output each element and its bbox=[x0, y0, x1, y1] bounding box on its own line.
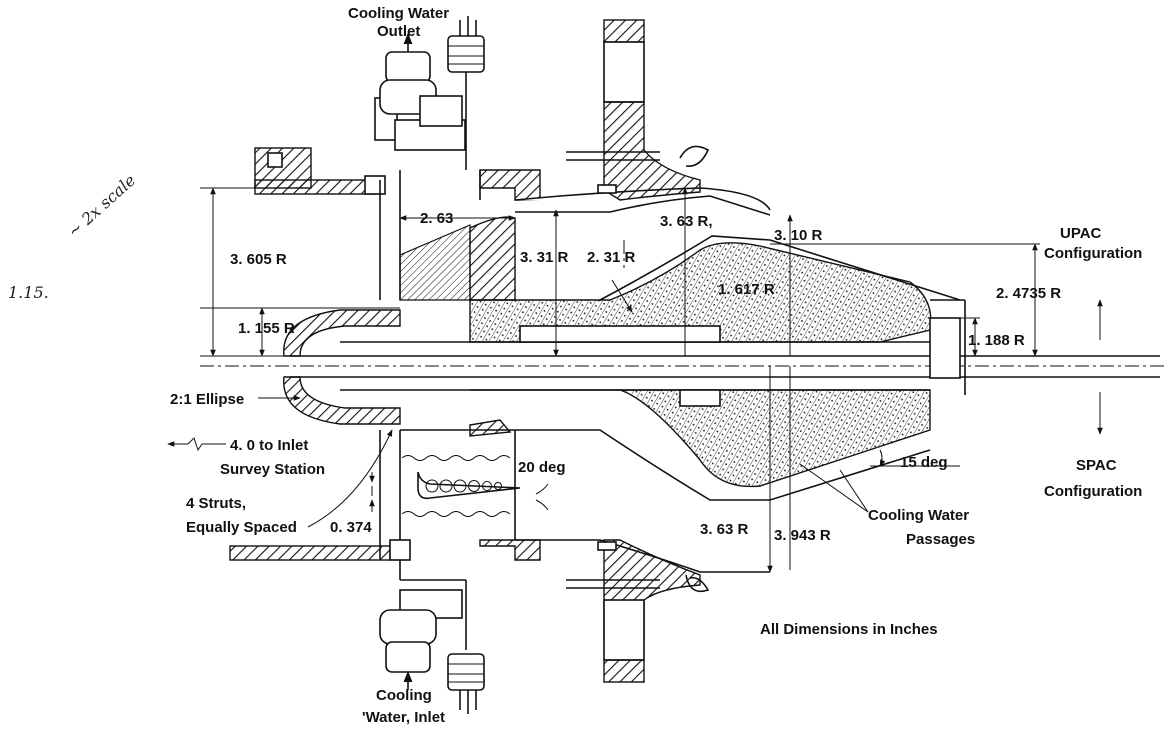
dim-3-943r: 3. 943 R bbox=[774, 527, 831, 544]
upper-shroud-line bbox=[599, 235, 961, 301]
cooling-water-outlet-label-1: Cooling Water bbox=[348, 5, 449, 22]
lower-shroud-line bbox=[515, 429, 931, 501]
dim-3-63r-top: 3. 63 R, bbox=[660, 213, 713, 230]
strut-airfoil bbox=[417, 471, 521, 500]
dim-2-63: 2. 63 bbox=[420, 210, 453, 227]
cooling-water-inlet-fitting bbox=[379, 589, 485, 714]
dim-3-10r: 3. 10 R bbox=[774, 227, 823, 244]
upac-label-1: UPAC bbox=[1060, 225, 1102, 242]
upper-inlet-vanes bbox=[399, 224, 471, 301]
handwritten-margin-number: 1.15. bbox=[8, 283, 49, 302]
angle-15-deg: 15 deg bbox=[900, 454, 948, 471]
handwritten-scale-note: ~ 2x scale bbox=[64, 171, 139, 241]
dim-2-31r: 2. 31 R bbox=[587, 249, 636, 266]
angle-20-deg: 20 deg bbox=[518, 459, 566, 476]
passages-label-1: Cooling Water bbox=[868, 507, 969, 524]
cooling-water-outlet-fitting bbox=[379, 16, 485, 170]
passages-label-2: Passages bbox=[906, 531, 975, 548]
cooling-water-inlet-label-2: 'Water, Inlet bbox=[362, 709, 445, 726]
inlet-station-label-2: Survey Station bbox=[220, 461, 325, 478]
inlet-station-label-1: 4. 0 to Inlet bbox=[230, 437, 308, 454]
dim-0-374: 0. 374 bbox=[330, 519, 372, 536]
lower-center-body bbox=[470, 389, 931, 488]
upper-strut bbox=[469, 216, 516, 301]
struts-label-2: Equally Spaced bbox=[186, 519, 297, 536]
lower-hub-sleeve bbox=[679, 389, 721, 407]
spac-label-2: Configuration bbox=[1044, 483, 1142, 500]
lower-flange bbox=[566, 539, 710, 683]
dim-1-155r: 1. 155 R bbox=[238, 320, 295, 337]
dim-2-4735r: 2. 4735 R bbox=[996, 285, 1061, 302]
upper-hub-sleeve bbox=[519, 325, 721, 343]
nose-upper bbox=[283, 309, 401, 357]
cooling-water-outlet-label-2: Outlet bbox=[377, 23, 420, 40]
ellipse-label: 2:1 Ellipse bbox=[170, 391, 244, 408]
nose-lower bbox=[283, 376, 401, 425]
lower-hub-seal bbox=[469, 419, 512, 437]
dim-1-188r: 1. 188 R bbox=[968, 332, 1025, 349]
dimension-lines bbox=[167, 187, 1103, 573]
upper-flange bbox=[566, 19, 710, 201]
upper-center-body bbox=[469, 242, 932, 343]
spac-label-1: SPAC bbox=[1076, 457, 1117, 474]
cooling-water-inlet-label-1: Cooling bbox=[376, 687, 432, 704]
dim-3-605r: 3. 605 R bbox=[230, 251, 287, 268]
dim-1-617r: 1. 617 R bbox=[718, 281, 775, 298]
struts-label-1: 4 Struts, bbox=[186, 495, 246, 512]
dim-3-63r-bottom: 3. 63 R bbox=[700, 521, 749, 538]
end-nut bbox=[929, 317, 961, 379]
lower-casing bbox=[229, 430, 770, 650]
dim-3-31r: 3. 31 R bbox=[520, 249, 569, 266]
units-note: All Dimensions in Inches bbox=[760, 621, 938, 638]
upac-label-2: Configuration bbox=[1044, 245, 1142, 262]
